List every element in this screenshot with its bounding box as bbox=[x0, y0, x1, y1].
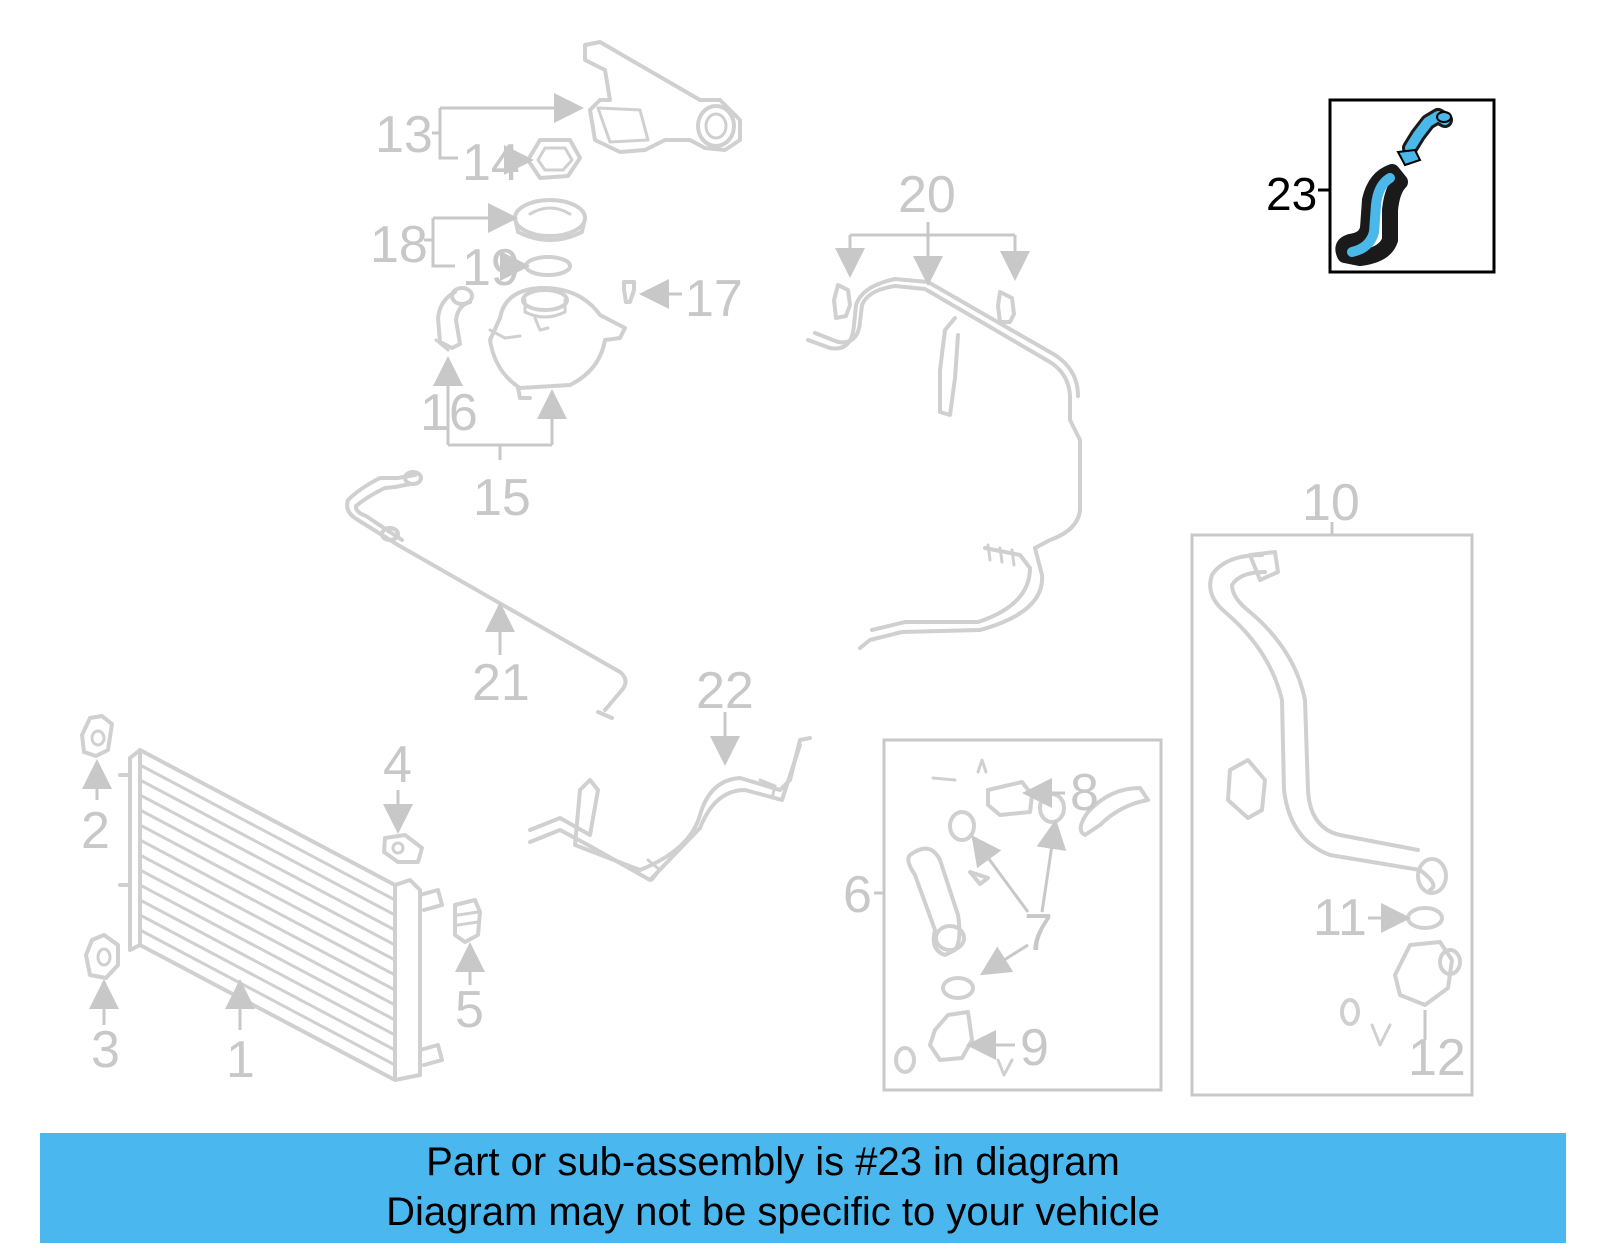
callout-21: 21 bbox=[472, 654, 530, 712]
part-15-expansion-tank[interactable] bbox=[488, 285, 627, 400]
part-19-seal[interactable] bbox=[524, 255, 572, 277]
callout-18: 18 bbox=[370, 216, 428, 274]
leader-15 bbox=[446, 375, 567, 460]
callout-2: 2 bbox=[81, 802, 110, 860]
callout-22: 22 bbox=[696, 662, 754, 720]
callout-6: 6 bbox=[843, 866, 872, 924]
leader-20 bbox=[835, 222, 1030, 286]
leader-7 bbox=[971, 819, 1067, 976]
part-1-radiator[interactable] bbox=[118, 748, 444, 1082]
callout-13: 13 bbox=[375, 106, 433, 164]
box-23 bbox=[1328, 98, 1496, 274]
callout-7: 7 bbox=[1024, 904, 1053, 962]
callout-3: 3 bbox=[91, 1021, 120, 1079]
part-3-mount[interactable] bbox=[84, 933, 120, 980]
box-6 bbox=[882, 738, 1163, 1092]
leader-18-19 bbox=[424, 203, 530, 281]
banner-line-1: Part or sub-assembly is #23 in diagram bbox=[426, 1140, 1120, 1184]
callout-8: 8 bbox=[1070, 764, 1099, 822]
part-5-switch[interactable] bbox=[453, 898, 482, 944]
part-13-coolant-flange[interactable] bbox=[583, 40, 742, 154]
part-20-hose-assembly[interactable] bbox=[806, 277, 1082, 650]
part-21-pipe[interactable] bbox=[345, 470, 628, 720]
callout-10: 10 bbox=[1302, 474, 1360, 532]
part-18-cap[interactable] bbox=[513, 198, 587, 242]
callout-11: 11 bbox=[1313, 889, 1367, 947]
callout-14: 14 bbox=[462, 134, 520, 192]
part-16-hose[interactable] bbox=[434, 286, 474, 352]
callout-9: 9 bbox=[1020, 1019, 1049, 1077]
callout-16: 16 bbox=[420, 384, 478, 442]
part-14-gasket[interactable] bbox=[526, 138, 582, 180]
callout-4: 4 bbox=[383, 736, 412, 794]
part-23-coolant-hose[interactable] bbox=[1335, 108, 1453, 266]
part-10-hose-kit[interactable] bbox=[1208, 550, 1462, 1047]
info-banner: Part or sub-assembly is #23 in diagram D… bbox=[40, 1133, 1566, 1243]
callout-15: 15 bbox=[473, 469, 531, 527]
banner-line-2: Diagram may not be specific to your vehi… bbox=[386, 1190, 1160, 1234]
callout-23: 23 bbox=[1266, 168, 1317, 220]
part-17-screw[interactable] bbox=[622, 280, 636, 304]
part-4-sensor[interactable] bbox=[382, 833, 424, 864]
callout-19: 19 bbox=[462, 239, 520, 297]
callout-1: 1 bbox=[226, 1031, 255, 1089]
callout-20: 20 bbox=[898, 166, 956, 224]
callout-12: 12 bbox=[1408, 1029, 1466, 1087]
part-22-pipe[interactable] bbox=[528, 736, 812, 882]
callout-5: 5 bbox=[455, 981, 484, 1039]
callout-17: 17 bbox=[685, 270, 743, 328]
part-2-mount[interactable] bbox=[80, 714, 114, 758]
leader-13-14 bbox=[432, 93, 584, 175]
